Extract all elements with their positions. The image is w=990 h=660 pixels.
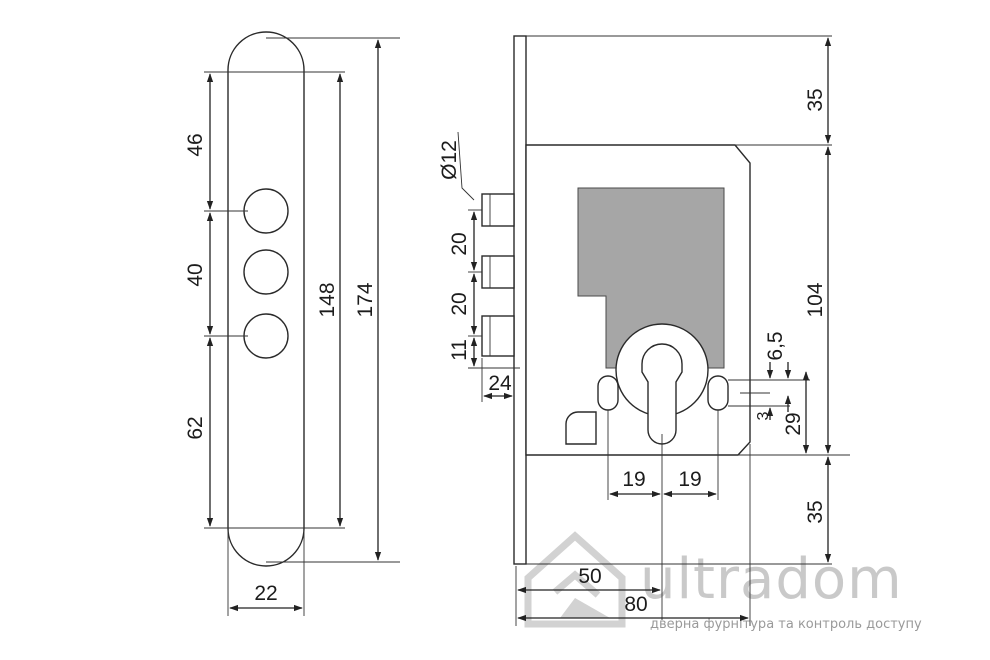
dim-label-148: 148 — [316, 282, 339, 317]
dim-label-22: 22 — [254, 582, 277, 605]
plate-hole-bottom — [243, 313, 289, 359]
dim-label-19-right: 19 — [678, 468, 701, 491]
dim-label-50: 50 — [578, 565, 601, 588]
dia-leader — [457, 131, 475, 201]
house-logo-icon — [524, 531, 626, 628]
bolt-1 — [481, 193, 515, 227]
dim-label-19-left: 19 — [622, 468, 645, 491]
latch — [565, 411, 597, 445]
dim-label-6-5: 6,5 — [764, 331, 787, 360]
dim-label-35-bottom: 35 — [804, 500, 827, 523]
watermark-tagline: дверна фурнітура та контроль доступу — [650, 617, 922, 632]
screw-slot-left — [597, 375, 619, 411]
dim-label-11: 11 — [448, 339, 471, 361]
dim-label-29: 29 — [782, 412, 805, 435]
lock-body-view: 35 104 35 Ø12 20 20 11 24 6,5 — [438, 35, 850, 626]
dim-label-174: 174 — [354, 282, 377, 317]
dim-label-35-top: 35 — [804, 88, 827, 111]
face-plate-view: 46 40 62 148 174 22 — [184, 31, 400, 616]
dim-label-40: 40 — [184, 263, 207, 286]
watermark-brand: ultradom — [640, 547, 903, 612]
dim-label-46: 46 — [184, 133, 207, 156]
lock-forend — [513, 35, 527, 565]
plate-hole-middle — [243, 249, 289, 295]
dim-label-24: 24 — [488, 372, 512, 395]
ultradom-watermark: ultradom дверна фурнітура та контроль до… — [524, 531, 922, 632]
dim-label-dia12: Ø12 — [438, 140, 461, 180]
screw-slot-right — [707, 375, 729, 411]
cylinder-keyhole — [641, 343, 683, 445]
dim-label-80: 80 — [624, 593, 647, 616]
dim-label-20b: 20 — [448, 292, 471, 315]
face-plate — [227, 31, 305, 567]
dim-label-62: 62 — [184, 416, 207, 439]
dim-label-20a: 20 — [448, 232, 471, 255]
dim-label-3: 3 — [755, 411, 772, 420]
dim-label-104: 104 — [804, 282, 827, 317]
bolt-2 — [481, 255, 515, 289]
plate-hole-top — [243, 188, 289, 234]
bolt-3 — [481, 315, 515, 357]
